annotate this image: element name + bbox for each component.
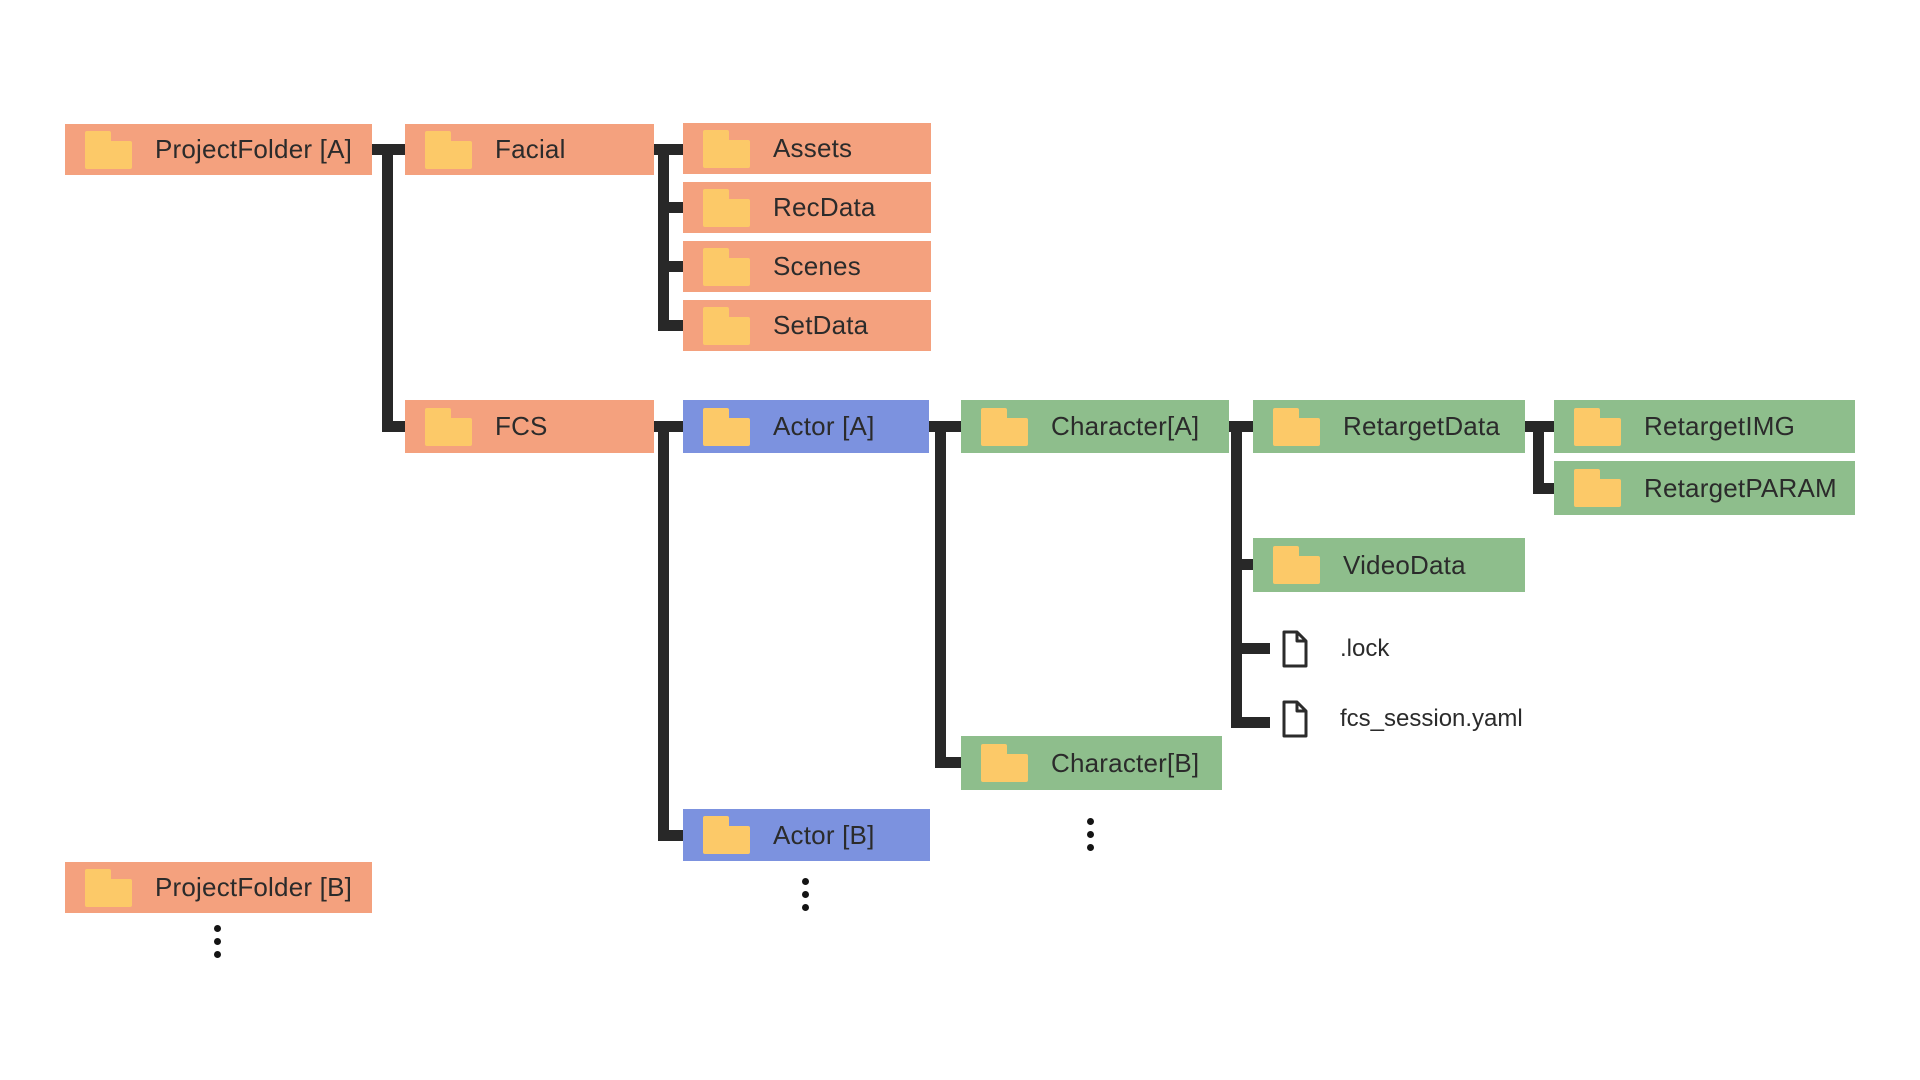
file-label: .lock <box>1340 635 1390 662</box>
connector-line <box>1231 643 1270 654</box>
vertical-ellipsis <box>1087 818 1094 851</box>
node-setdata: SetData <box>683 300 931 351</box>
folder-icon <box>1273 407 1320 446</box>
connector-line <box>658 261 683 272</box>
node-recdata: RecData <box>683 182 931 233</box>
node-projectfolder-a: ProjectFolder [A] <box>65 124 372 175</box>
connector-line <box>1231 559 1253 570</box>
connector-line <box>935 757 961 768</box>
connector-line <box>658 202 683 213</box>
node-label: Character[B] <box>1051 747 1200 778</box>
node-fcs: FCS <box>405 400 654 453</box>
vertical-ellipsis <box>802 878 809 911</box>
node-retargetparam: RetargetPARAM <box>1554 461 1855 515</box>
folder-icon <box>703 129 750 168</box>
connector-line <box>1231 717 1270 728</box>
node-character-a: Character[A] <box>961 400 1229 453</box>
folder-icon <box>981 744 1028 782</box>
connector-line <box>935 421 946 768</box>
folder-icon <box>1574 407 1621 446</box>
file-lock: .lock <box>1282 630 1389 668</box>
node-facial: Facial <box>405 124 654 175</box>
node-label: Facial <box>495 134 566 164</box>
folder-icon <box>703 407 750 446</box>
folder-icon <box>1273 546 1320 584</box>
connector-line <box>382 144 393 432</box>
node-actor-a: Actor [A] <box>683 400 929 453</box>
node-actor-b: Actor [B] <box>683 809 930 861</box>
node-projectfolder-b: ProjectFolder [B] <box>65 862 372 913</box>
folder-icon <box>703 816 750 854</box>
connector-line <box>658 830 683 841</box>
node-assets: Assets <box>683 123 931 174</box>
node-retargetdata: RetargetData <box>1253 400 1525 453</box>
node-label: ProjectFolder [A] <box>155 134 353 164</box>
node-character-b: Character[B] <box>961 736 1222 790</box>
connector-line <box>1231 421 1242 728</box>
file-icon <box>1282 700 1308 738</box>
node-label: Scenes <box>773 251 861 281</box>
node-label: ProjectFolder [B] <box>155 872 353 902</box>
node-label: RetargetData <box>1343 411 1501 441</box>
connector-line <box>658 421 669 841</box>
folder-icon <box>703 306 750 345</box>
node-label: VideoData <box>1343 549 1466 580</box>
node-label: FCS <box>495 411 548 441</box>
connector-line <box>658 144 669 331</box>
folder-icon <box>425 407 472 446</box>
connector-line <box>382 421 405 432</box>
folder-icon <box>1574 469 1621 507</box>
folder-icon <box>425 130 472 169</box>
folder-icon <box>703 188 750 227</box>
file-fcs-session-yaml: fcs_session.yaml <box>1282 700 1523 738</box>
node-label: SetData <box>773 310 869 340</box>
node-scenes: Scenes <box>683 241 931 292</box>
folder-icon <box>703 247 750 286</box>
node-label: RecData <box>773 192 876 222</box>
folder-icon <box>85 868 132 907</box>
vertical-ellipsis <box>214 925 221 958</box>
connector-line <box>1533 421 1544 494</box>
folder-icon <box>85 130 132 169</box>
node-label: RetargetPARAM <box>1644 472 1837 503</box>
file-label: fcs_session.yaml <box>1340 705 1523 732</box>
node-label: Actor [A] <box>773 411 875 441</box>
node-retargetimg: RetargetIMG <box>1554 400 1855 453</box>
node-label: Actor [B] <box>773 819 875 850</box>
node-label: Character[A] <box>1051 411 1200 441</box>
node-videodata: VideoData <box>1253 538 1525 592</box>
connector-line <box>1533 483 1554 494</box>
connector-line <box>658 320 683 331</box>
folder-icon <box>981 407 1028 446</box>
file-icon <box>1282 630 1308 668</box>
node-label: RetargetIMG <box>1644 411 1796 441</box>
node-label: Assets <box>773 133 853 163</box>
